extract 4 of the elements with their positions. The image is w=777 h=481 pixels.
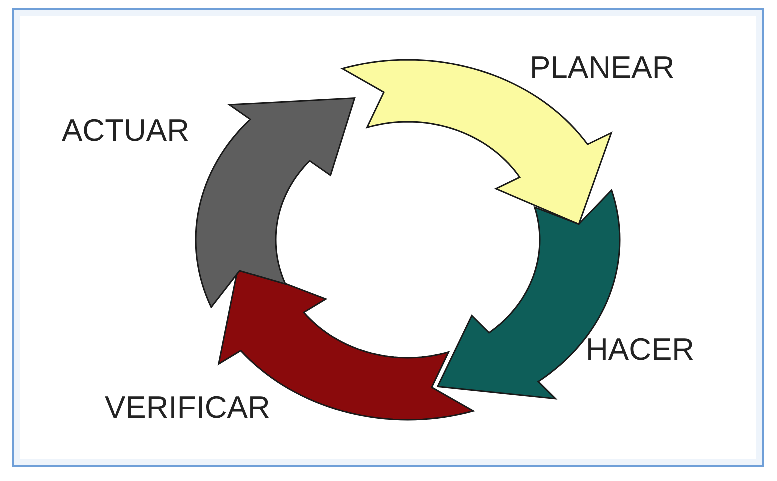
- phase-label: HACER: [586, 334, 695, 365]
- phase-label: ACTUAR: [62, 115, 190, 146]
- phase-label: VERIFICAR: [105, 392, 270, 423]
- phase-label: PLANEAR: [530, 52, 675, 83]
